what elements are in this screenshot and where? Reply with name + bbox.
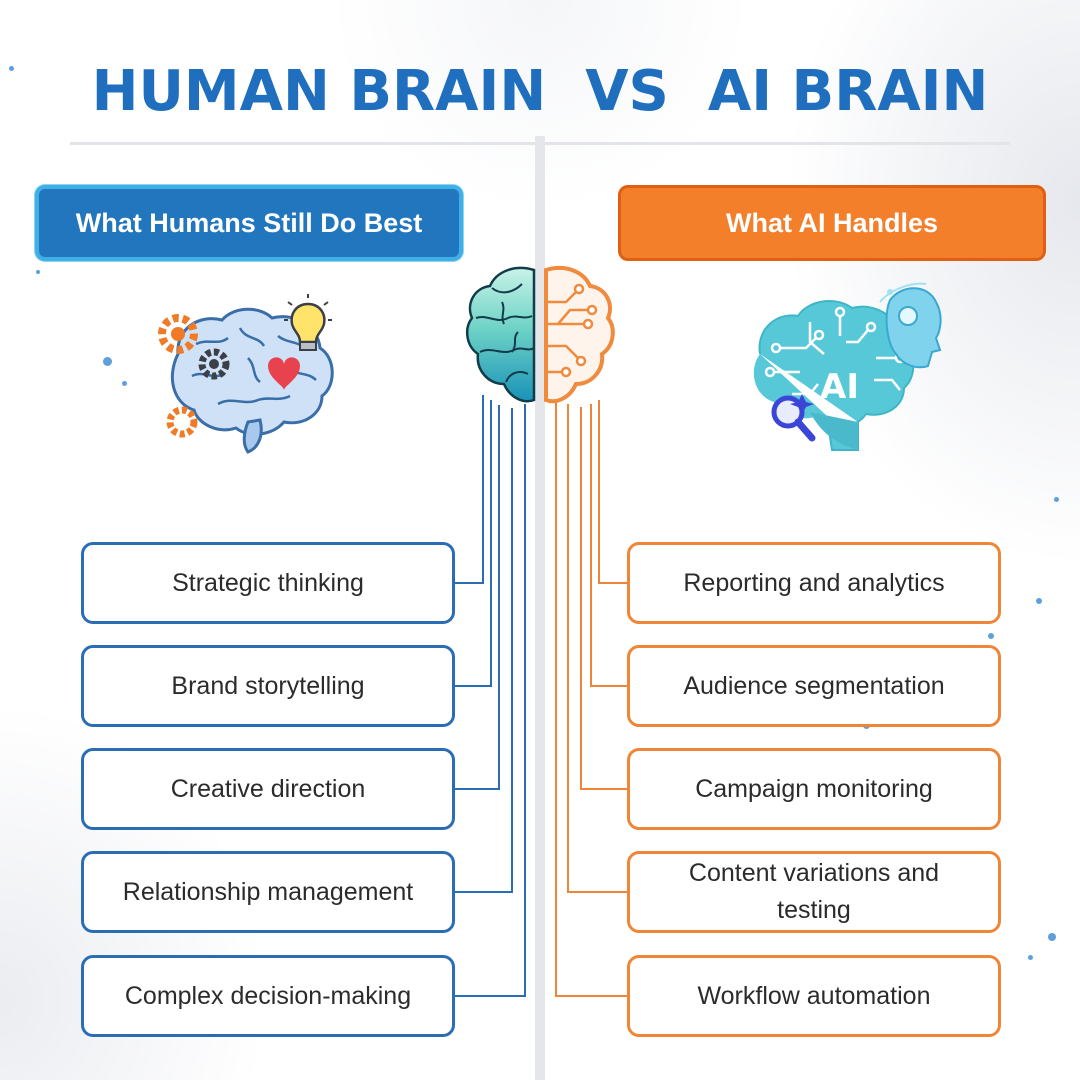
decor-dot <box>1048 933 1056 941</box>
ai-item-campaign-monitoring: Campaign monitoring <box>627 748 1001 830</box>
split-brain-circuit-icon <box>465 266 615 404</box>
human-item-creative-direction: Creative direction <box>81 748 455 830</box>
center-divider <box>535 136 545 1080</box>
decor-dot <box>103 357 112 366</box>
right-connectors <box>555 398 627 997</box>
page-title: HUMAN BRAIN VS AI BRAIN <box>91 59 989 124</box>
ai-header: What AI Handles <box>618 185 1046 261</box>
gear-icon <box>198 348 230 380</box>
humans-header: What Humans Still Do Best <box>35 185 463 261</box>
decor-dot <box>988 633 994 639</box>
lightbulb-icon <box>284 294 332 351</box>
magnifier-icon <box>771 394 816 442</box>
gear-icon <box>166 406 198 438</box>
decor-dot <box>9 66 14 71</box>
ai-label: AI <box>820 367 859 407</box>
human-item-complex-decision-making: Complex decision-making <box>81 955 455 1037</box>
decor-dot <box>1036 598 1042 604</box>
ai-item-content-variations-testing: Content variations and testing <box>627 851 1001 933</box>
ai-item-workflow-automation: Workflow automation <box>627 955 1001 1037</box>
human-item-brand-storytelling: Brand storytelling <box>81 645 455 727</box>
decor-dot <box>36 270 40 274</box>
ai-item-reporting-analytics: Reporting and analytics <box>627 542 1001 624</box>
human-brain-gears-heart-lightbulb-icon <box>158 294 334 454</box>
human-item-strategic-thinking: Strategic thinking <box>81 542 455 624</box>
left-connectors <box>455 395 526 997</box>
ai-brain-robot-magnifier-icon: AI <box>753 282 942 451</box>
ai-item-audience-segmentation: Audience segmentation <box>627 645 1001 727</box>
human-item-relationship-management: Relationship management <box>81 851 455 933</box>
decor-dot <box>122 381 127 386</box>
robot-head-icon <box>879 282 942 369</box>
decor-dot <box>1028 955 1033 960</box>
decor-dot <box>1054 497 1059 502</box>
gear-icon <box>158 314 198 354</box>
